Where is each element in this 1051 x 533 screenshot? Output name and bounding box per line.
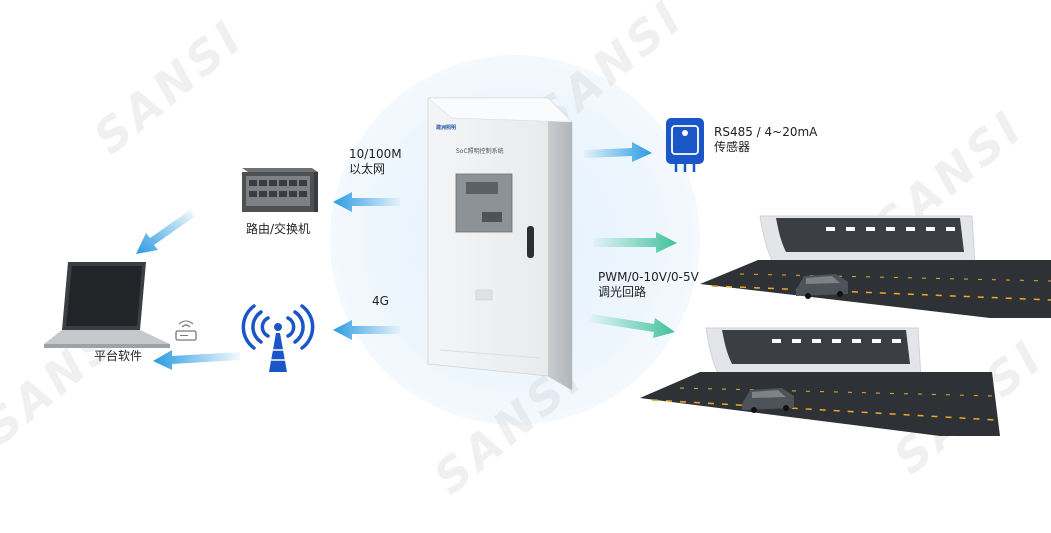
arrow-to-router [333, 192, 400, 212]
arrow-router-to-laptop [136, 210, 194, 254]
cabinet-logo: 建洲照明 [436, 125, 457, 131]
dimming-label-line1: PWM/0-10V/0-5V [598, 270, 699, 284]
sensor-label-line2: 传感器 [714, 140, 751, 154]
sensor-label-line1: RS485 / 4~20mA [714, 125, 818, 139]
router-label: 路由/交换机 [246, 222, 311, 236]
dimming-label-line2: 调光回路 [598, 285, 647, 299]
arrow-to-tunnel-1 [594, 232, 677, 253]
platform-label: 平台软件 [94, 349, 143, 363]
arrow-to-tower [333, 320, 400, 340]
cellular-label: 4G [372, 294, 389, 308]
arrow-to-platform [153, 350, 240, 370]
arrow-to-sensor [584, 142, 652, 162]
ethernet-label-line2: 以太网 [349, 162, 386, 176]
ethernet-label-line1: 10/100M [349, 147, 402, 161]
arrow-to-tunnel-2 [590, 314, 675, 338]
cabinet-title: SoC照明控制系统 [456, 148, 504, 155]
